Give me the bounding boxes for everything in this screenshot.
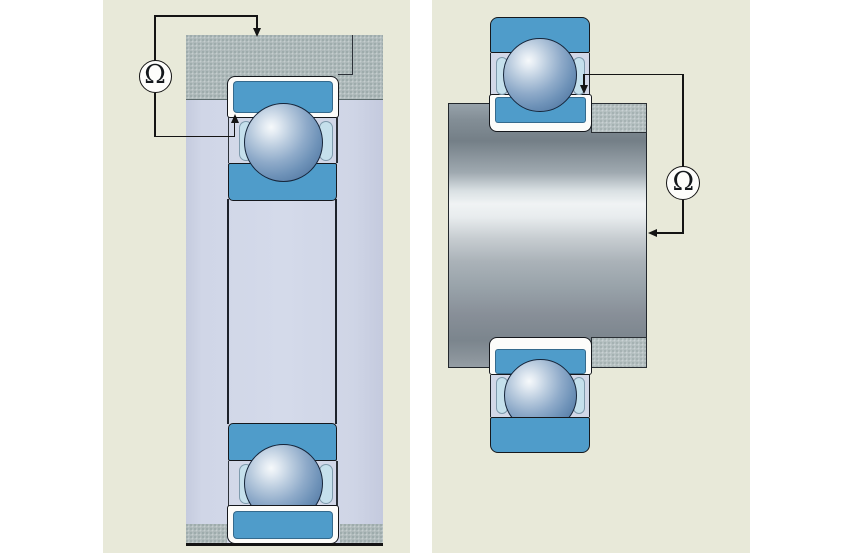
meter-wire xyxy=(154,15,258,17)
meter-wire xyxy=(154,92,156,138)
bearing-ball xyxy=(243,102,323,182)
outer-ring xyxy=(490,417,590,453)
bearing-ball xyxy=(503,38,577,112)
shaft xyxy=(448,103,647,368)
probe-arrow-left-icon xyxy=(648,229,657,238)
housing-top-block xyxy=(186,35,383,100)
meter-wire xyxy=(233,121,236,137)
meter-wire xyxy=(255,15,258,30)
housing-step-line-vertical xyxy=(351,35,353,75)
probe-arrow-down-icon xyxy=(580,84,588,94)
ohm-label: Ω xyxy=(144,60,166,90)
housing-bottom-block-right xyxy=(340,524,383,544)
bearing-side-line xyxy=(336,117,338,163)
meter-wire xyxy=(154,15,156,61)
outer-ring xyxy=(233,510,333,539)
housing-bottom-edge xyxy=(186,543,383,546)
meter-wire xyxy=(682,73,685,167)
meter-wire xyxy=(651,232,684,235)
shaft-edge-line-right xyxy=(335,199,337,424)
shaft-abutment-spacer-bottom xyxy=(591,337,647,368)
bearing-side-line xyxy=(227,117,229,163)
probe-arrow-up-icon xyxy=(230,113,239,123)
bearing-side-line xyxy=(227,461,229,506)
meter-wire xyxy=(154,135,236,138)
housing-bottom-block-left xyxy=(186,524,227,544)
ohmmeter-symbol: Ω xyxy=(666,166,701,200)
bearing-side-line xyxy=(336,461,338,506)
shaft-edge-line-left xyxy=(227,199,229,424)
shaft-abutment-spacer-top xyxy=(591,103,647,133)
housing-step-line-horizontal xyxy=(338,73,353,75)
meter-wire xyxy=(583,73,685,76)
ohm-label: Ω xyxy=(672,167,695,197)
right-panel: Ω xyxy=(432,0,750,553)
left-panel: Ω xyxy=(103,0,410,553)
ohmmeter-symbol: Ω xyxy=(138,59,172,93)
meter-wire xyxy=(583,74,585,86)
meter-wire xyxy=(682,200,685,234)
probe-arrow-down-icon xyxy=(252,27,261,37)
